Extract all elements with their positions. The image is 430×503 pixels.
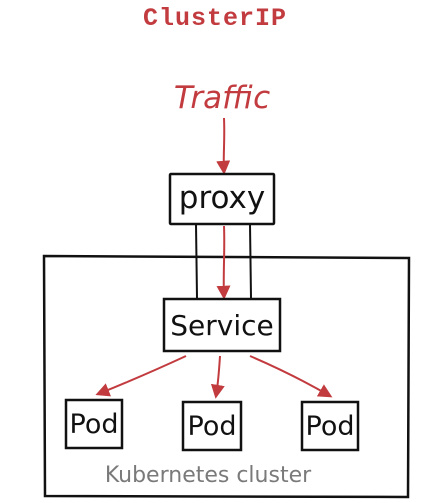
diagram-title: ClusterIP [142, 4, 288, 33]
proxy-box [168, 172, 276, 226]
cluster-label: Kubernetes cluster [105, 463, 312, 488]
service-label: Service [170, 309, 273, 342]
cluster-boundary [42, 254, 411, 499]
proxy-label: proxy [179, 180, 265, 216]
pod-box-3 [300, 400, 360, 452]
pod-label-2: Pod [188, 411, 237, 442]
pod-label-1: Pod [70, 409, 119, 440]
service-to-pod-1-arrow [95, 355, 187, 397]
traffic-label: Traffic [174, 80, 270, 116]
service-to-pod-2-arrow [210, 355, 225, 399]
proxy-service-link-right [249, 223, 252, 299]
pod-box-1 [64, 398, 124, 450]
traffic-arrow [216, 117, 231, 175]
service-box [162, 297, 282, 353]
proxy-to-service-arrow [216, 225, 231, 300]
service-to-pod-3-arrow [249, 355, 333, 398]
pod-label-3: Pod [306, 411, 355, 442]
proxy-service-link-left [195, 223, 198, 299]
pod-box-2 [181, 400, 243, 452]
